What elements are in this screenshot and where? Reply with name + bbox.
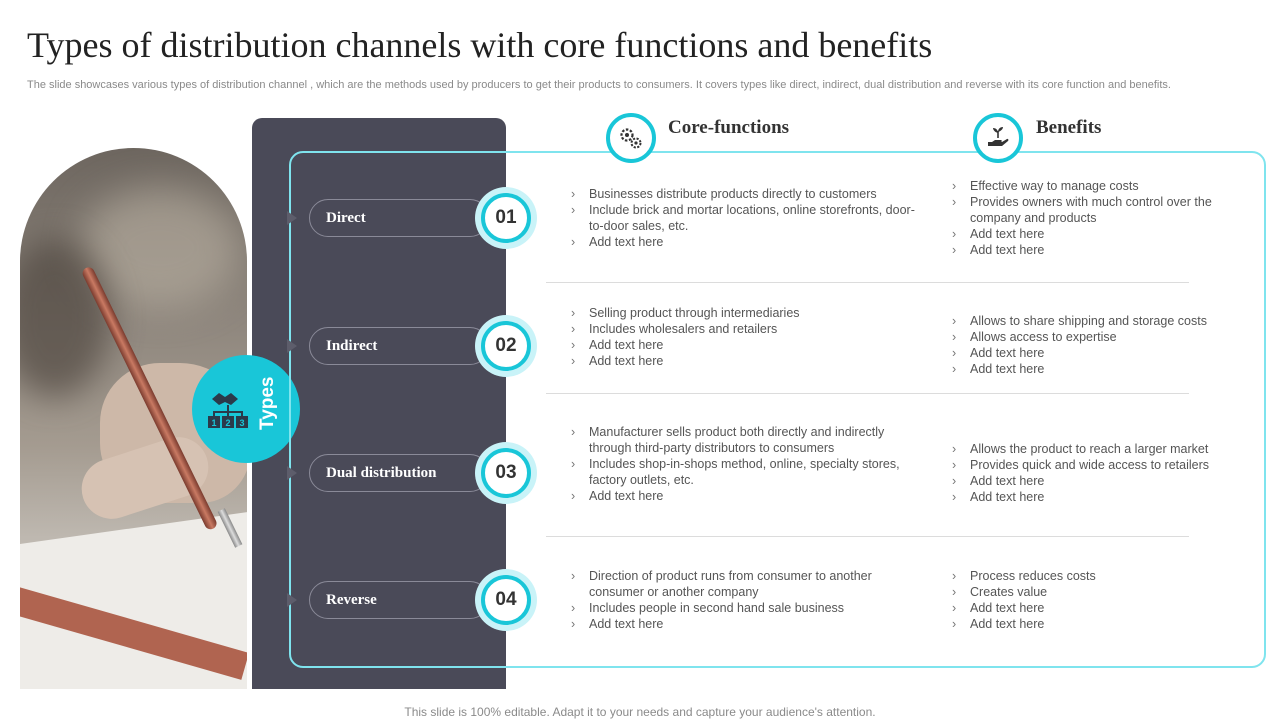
benefits-list: Allows the product to reach a larger mar…	[950, 441, 1240, 505]
list-item: Effective way to manage costs	[950, 178, 1230, 194]
svg-text:3: 3	[239, 418, 244, 428]
list-item: Add text here	[950, 616, 1230, 632]
content-outline	[289, 151, 1266, 668]
list-item: Manufacturer sells product both directly…	[569, 424, 919, 456]
page-subtitle: The slide showcases various types of dis…	[27, 79, 1171, 91]
list-item: Allows access to expertise	[950, 329, 1240, 345]
benefits-header: Benefits	[1036, 117, 1102, 138]
list-item: Includes shop-in-shops method, online, s…	[569, 456, 919, 488]
core-functions-list: Selling product through intermediaries I…	[569, 305, 919, 369]
list-item: Add text here	[950, 345, 1240, 361]
svg-text:2: 2	[225, 418, 230, 428]
list-item: Add text here	[569, 337, 919, 353]
list-item: Includes wholesalers and retailers	[569, 321, 919, 337]
core-functions-list: Businesses distribute products directly …	[569, 186, 919, 250]
list-item: Allows the product to reach a larger mar…	[950, 441, 1240, 457]
type-pill-indirect: Indirect	[309, 327, 489, 365]
type-pill-dual-distribution: Dual distribution	[309, 454, 489, 492]
number-badge: 02	[475, 315, 537, 377]
benefits-list: Process reduces costs Creates value Add …	[950, 568, 1230, 632]
list-item: Businesses distribute products directly …	[569, 186, 919, 202]
list-item: Includes people in second hand sale busi…	[569, 600, 919, 616]
pointer-marker	[287, 211, 297, 225]
list-item: Selling product through intermediaries	[569, 305, 919, 321]
list-item: Add text here	[950, 226, 1230, 242]
number-badge: 03	[475, 442, 537, 504]
list-item: Add text here	[950, 600, 1230, 616]
list-item: Add text here	[950, 473, 1240, 489]
list-item: Add text here	[950, 242, 1230, 258]
core-functions-list: Manufacturer sells product both directly…	[569, 424, 919, 504]
gears-icon	[606, 113, 656, 163]
list-item: Creates value	[950, 584, 1230, 600]
type-pill-direct: Direct	[309, 199, 489, 237]
list-item: Process reduces costs	[950, 568, 1230, 584]
types-label: Types	[257, 376, 278, 430]
list-item: Add text here	[569, 353, 919, 369]
list-item: Add text here	[950, 489, 1240, 505]
list-item: Provides quick and wide access to retail…	[950, 457, 1240, 473]
pointer-marker	[287, 339, 297, 353]
list-item: Add text here	[569, 488, 919, 504]
core-functions-header: Core-functions	[668, 117, 790, 138]
page-footer: This slide is 100% editable. Adapt it to…	[404, 705, 876, 719]
hand-plant-icon	[973, 113, 1023, 163]
benefits-list: Allows to share shipping and storage cos…	[950, 313, 1240, 377]
list-item: Include brick and mortar locations, onli…	[569, 202, 919, 234]
svg-text:1: 1	[211, 418, 216, 428]
list-item: Provides owners with much control over t…	[950, 194, 1230, 226]
list-item: Add text here	[569, 616, 919, 632]
pointer-marker	[287, 593, 297, 607]
row-divider	[546, 282, 1189, 283]
number-badge: 01	[475, 187, 537, 249]
list-item: Allows to share shipping and storage cos…	[950, 313, 1240, 329]
list-item: Direction of product runs from consumer …	[569, 568, 919, 600]
list-item: Add text here	[950, 361, 1240, 377]
type-pill-reverse: Reverse	[309, 581, 489, 619]
page-title: Types of distribution channels with core…	[27, 25, 933, 65]
number-badge: 04	[475, 569, 537, 631]
row-divider	[546, 393, 1189, 394]
benefits-list: Effective way to manage costs Provides o…	[950, 178, 1230, 258]
pointer-marker	[287, 466, 297, 480]
list-item: Add text here	[569, 234, 919, 250]
handshake-hierarchy-icon: 1 2 3	[192, 355, 300, 463]
row-divider	[546, 536, 1189, 537]
core-functions-list: Direction of product runs from consumer …	[569, 568, 919, 632]
